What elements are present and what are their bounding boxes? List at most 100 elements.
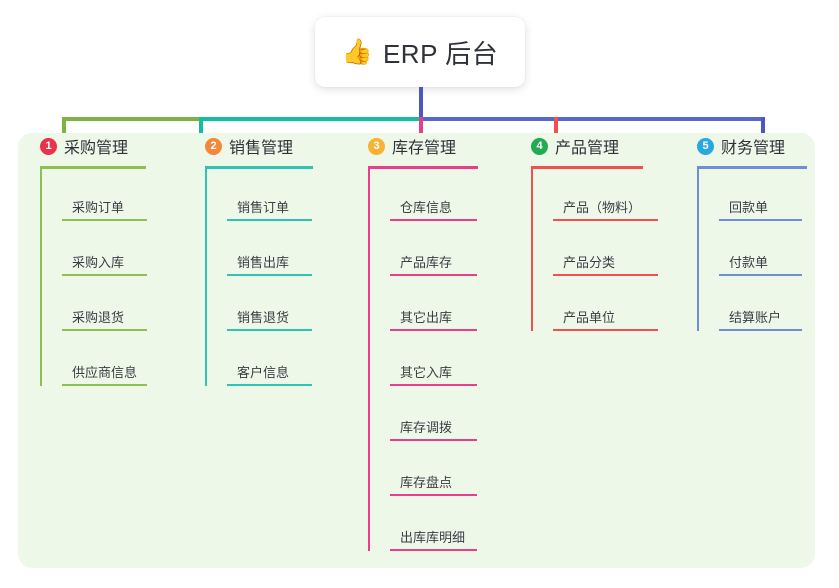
root-trunk-connector	[419, 87, 423, 117]
leaf-node[interactable]: 销售退货	[227, 307, 312, 331]
leaf-node-underline	[227, 219, 312, 221]
leaf-node-label: 销售出库	[237, 255, 290, 270]
leaf-node-label: 采购退货	[72, 310, 125, 325]
bar-segment-green	[62, 117, 199, 121]
leaf-node-label: 其它出库	[400, 310, 453, 325]
branch-underline-purchase	[40, 166, 146, 169]
branch-spine-finance	[697, 169, 699, 331]
leaf-node-label: 销售退货	[237, 310, 290, 325]
leaf-node-underline	[719, 219, 802, 221]
leaf-node-label: 出库库明细	[400, 530, 466, 545]
leaf-node[interactable]: 客户信息	[227, 362, 312, 386]
leaf-node-label: 供应商信息	[72, 365, 138, 380]
branch-column-finance: 5 财务管理回款单付款单结算账户	[697, 133, 807, 331]
branch-title-sales: 销售管理	[229, 140, 294, 157]
leaf-node-label: 其它入库	[400, 365, 453, 380]
leaf-node-label: 采购订单	[72, 200, 125, 215]
bar-segment-blue	[421, 117, 763, 121]
leaf-node-label: 销售订单	[237, 200, 290, 215]
leaf-node-underline	[62, 329, 147, 331]
leaf-node-label: 库存调拨	[400, 420, 453, 435]
leaf-node[interactable]: 销售出库	[227, 252, 312, 276]
branch-spine-inventory	[368, 169, 370, 551]
branch-badge-finance: 5	[697, 137, 714, 155]
leaf-node-underline	[390, 439, 477, 441]
leaf-node[interactable]: 采购订单	[62, 197, 147, 221]
leaf-node[interactable]: 采购退货	[62, 307, 147, 331]
leaf-node-underline	[719, 329, 802, 331]
leaf-node-underline	[553, 329, 658, 331]
root-node-title: ERP 后台	[382, 38, 499, 69]
leaf-node[interactable]: 回款单	[719, 197, 802, 221]
leaf-node[interactable]: 产品（物料）	[553, 197, 658, 221]
leaf-node[interactable]: 其它出库	[390, 307, 477, 331]
leaf-node-underline	[390, 494, 477, 496]
branch-underline-inventory	[368, 166, 478, 169]
leaf-node-label: 产品分类	[563, 255, 616, 270]
branch-spine-product	[531, 169, 533, 331]
leaf-node-underline	[553, 219, 658, 221]
leaf-node-label: 仓库信息	[400, 200, 453, 215]
branch-column-product: 4 产品管理产品（物料） 产品分类产品单位	[531, 133, 658, 331]
branch-underline-sales	[205, 166, 313, 169]
leaf-node-label: 产品单位	[563, 310, 616, 325]
leaf-node[interactable]: 销售订单	[227, 197, 312, 221]
leaf-node-underline	[62, 274, 147, 276]
leaf-node[interactable]: 库存盘点	[390, 472, 477, 496]
leaf-node[interactable]: 产品库存	[390, 252, 477, 276]
branch-header-sales[interactable]: 2 销售管理	[205, 133, 293, 159]
leaf-node-label: 库存盘点	[400, 475, 453, 490]
bar-segment-teal	[199, 117, 421, 121]
leaf-node-underline	[390, 384, 477, 386]
leaf-node[interactable]: 产品单位	[553, 307, 658, 331]
leaf-node-underline	[390, 219, 477, 221]
leaf-node-label: 采购入库	[72, 255, 125, 270]
leaf-node-underline	[62, 219, 147, 221]
branch-header-inventory[interactable]: 3 库存管理	[368, 133, 456, 159]
leaf-node[interactable]: 付款单	[719, 252, 802, 276]
branch-title-finance: 财务管理	[721, 140, 786, 157]
leaf-node-underline	[62, 384, 147, 386]
branches-panel: 1 采购管理采购订单采购入库采购退货供应商信息 2 销售管理销售订单销售出库销售退货客…	[18, 133, 815, 568]
leaf-node-label: 产品库存	[400, 255, 453, 270]
leaf-node[interactable]: 供应商信息	[62, 362, 147, 386]
leaf-node-label: 产品（物料）	[563, 200, 642, 215]
root-node-card[interactable]: 👍 ERP 后台	[315, 17, 525, 87]
branch-title-product: 产品管理	[555, 140, 620, 157]
branch-title-inventory: 库存管理	[392, 140, 457, 157]
leaf-node-underline	[553, 274, 658, 276]
branch-spine-purchase	[40, 169, 42, 386]
thumbs-up-icon: 👍	[341, 37, 373, 66]
leaf-node-underline	[227, 329, 312, 331]
leaf-node-label: 回款单	[729, 200, 769, 215]
leaf-node[interactable]: 其它入库	[390, 362, 477, 386]
leaf-node-label: 结算账户	[729, 310, 782, 325]
branch-column-sales: 2 销售管理销售订单销售出库销售退货客户信息	[205, 133, 313, 386]
branch-badge-product: 4	[531, 137, 548, 155]
leaf-node[interactable]: 库存调拨	[390, 417, 477, 441]
branch-spine-sales	[205, 169, 207, 386]
leaf-node-label: 客户信息	[237, 365, 290, 380]
leaf-node[interactable]: 结算账户	[719, 307, 802, 331]
branch-header-product[interactable]: 4 产品管理	[531, 133, 619, 159]
leaf-node-underline	[390, 329, 477, 331]
branch-badge-purchase: 1	[40, 137, 57, 155]
branch-title-purchase: 采购管理	[64, 140, 129, 157]
branch-underline-finance	[697, 166, 807, 169]
branch-column-purchase: 1 采购管理采购订单采购入库采购退货供应商信息	[40, 133, 147, 386]
branch-header-purchase[interactable]: 1 采购管理	[40, 133, 128, 159]
branch-badge-inventory: 3	[368, 137, 385, 155]
branch-column-inventory: 3 库存管理仓库信息产品库存其它出库其它入库库存调拨库存盘点出库库明细	[368, 133, 478, 551]
branch-underline-product	[531, 166, 643, 169]
leaf-node-label: 付款单	[729, 255, 769, 270]
leaf-node[interactable]: 出库库明细	[390, 527, 477, 551]
branch-header-finance[interactable]: 5 财务管理	[697, 133, 785, 159]
leaf-node-underline	[390, 274, 477, 276]
leaf-node[interactable]: 仓库信息	[390, 197, 477, 221]
leaf-node[interactable]: 产品分类	[553, 252, 658, 276]
leaf-node-underline	[390, 549, 477, 551]
branch-badge-sales: 2	[205, 137, 222, 155]
leaf-node-underline	[227, 384, 312, 386]
leaf-node[interactable]: 采购入库	[62, 252, 147, 276]
